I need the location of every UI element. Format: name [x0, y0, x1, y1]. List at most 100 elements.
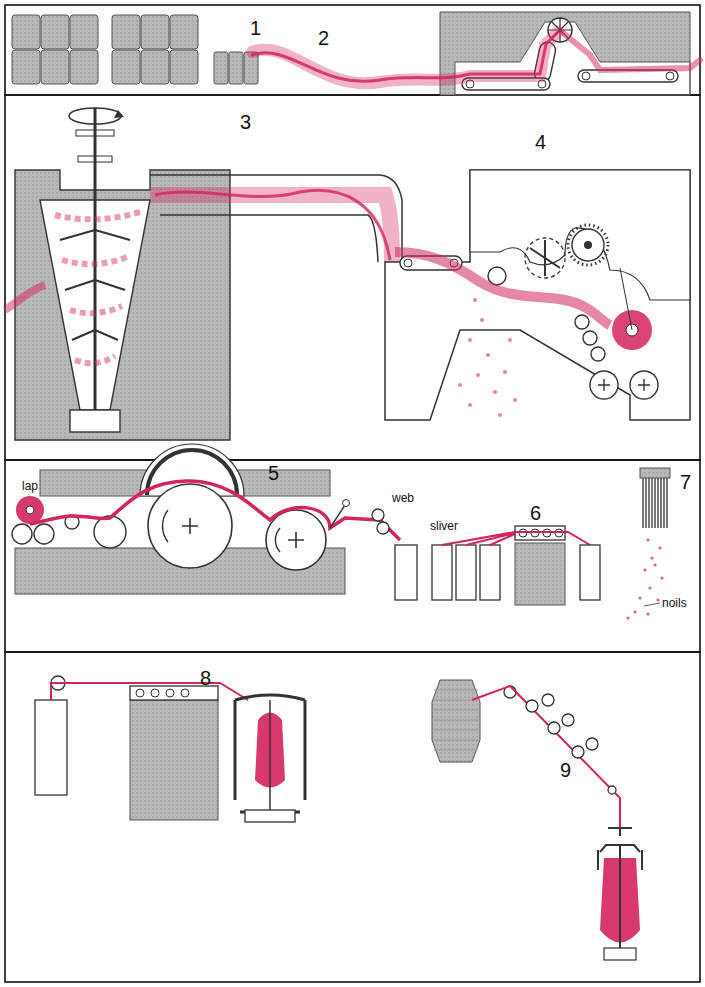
comb	[658, 546, 661, 549]
roving-frame	[51, 683, 248, 700]
cotton-bale	[141, 50, 169, 84]
roving-frame	[35, 700, 67, 795]
ring-spinning	[619, 845, 621, 960]
cotton-bale	[41, 15, 69, 49]
part-label: lap	[22, 480, 38, 492]
hopper-machine	[55, 212, 140, 363]
opener-machine	[508, 338, 512, 342]
opener-machine	[458, 298, 517, 417]
opener-machine	[385, 170, 690, 420]
comb	[650, 556, 653, 559]
carding-machine	[30, 481, 400, 540]
bale-opener	[440, 12, 690, 95]
comb	[626, 616, 629, 619]
ring-spinning	[548, 722, 560, 734]
cotton-bale	[112, 15, 140, 49]
roving-frame	[130, 686, 218, 700]
drawing-frame	[456, 545, 476, 600]
cotton-bale	[170, 15, 198, 49]
hopper-machine	[60, 230, 130, 340]
bale-opener	[666, 72, 674, 80]
drawing-frame	[432, 526, 600, 605]
comb	[643, 478, 667, 528]
opener-machine	[575, 315, 589, 329]
fibre-flow	[252, 32, 558, 81]
drawing-frame	[480, 545, 500, 600]
drawing-frame	[515, 543, 565, 605]
fibre-duct	[155, 190, 390, 260]
bale-opener	[440, 12, 690, 95]
opener-machine	[486, 353, 490, 357]
opener-machine	[503, 370, 507, 374]
ring-spinning	[562, 714, 574, 726]
opener-machine	[591, 347, 605, 361]
cotton-bale	[70, 15, 98, 49]
callout-number: 9	[560, 760, 571, 780]
comb	[660, 576, 663, 579]
carding-machine	[26, 506, 34, 514]
hopper-machine	[70, 410, 120, 432]
carding-machine	[12, 444, 417, 600]
callout-number: 7	[680, 472, 691, 492]
comb	[656, 598, 659, 601]
fibre-duct	[150, 175, 402, 262]
cotton-bale	[12, 50, 40, 84]
drawing-frame	[432, 545, 452, 600]
ring-spinning	[604, 948, 636, 960]
callout-number: 3	[240, 112, 251, 132]
callout-number: 5	[268, 463, 279, 483]
opener-machine	[468, 403, 472, 407]
cotton-bale	[214, 52, 228, 84]
opener-machine	[385, 170, 690, 420]
bale-opener	[582, 72, 590, 80]
hopper-machine	[5, 285, 45, 310]
fibre-flow	[252, 32, 558, 83]
part-label: sliver	[430, 520, 458, 532]
carding-machine	[377, 522, 389, 534]
callout-number: 6	[530, 503, 541, 523]
cotton-bale	[112, 50, 140, 84]
carding-machine	[395, 545, 417, 600]
opener-machine	[525, 238, 565, 278]
opener-machine	[513, 398, 517, 402]
roving-frame	[130, 700, 218, 820]
opener-machine	[470, 170, 690, 300]
panel-frame	[5, 652, 700, 982]
opener-machine	[584, 241, 592, 249]
carding-machine	[34, 524, 54, 544]
ring-spinning	[526, 700, 538, 712]
opener-machine	[572, 229, 604, 261]
cotton-bale	[12, 15, 258, 84]
hopper-machine	[15, 170, 230, 440]
roving-frame	[269, 700, 271, 810]
ring-spinning	[432, 680, 642, 960]
part-label: web	[392, 492, 414, 504]
cotton-bale	[70, 50, 98, 84]
carding-machine	[12, 524, 32, 544]
opener-machine	[498, 413, 502, 417]
carding-machine	[330, 505, 345, 528]
carding-machine	[372, 509, 384, 521]
opener-machine	[530, 240, 560, 276]
opener-machine	[468, 338, 472, 342]
cotton-bale	[170, 50, 198, 84]
part-label: noils	[662, 597, 687, 609]
cotton-bale	[229, 52, 243, 84]
carding-machine	[182, 518, 198, 534]
opener-machine	[583, 331, 597, 345]
ring-spinning	[572, 746, 584, 758]
cotton-bale	[41, 50, 69, 84]
ring-spinning	[608, 828, 632, 836]
opener-machine	[458, 383, 462, 387]
ring-spinning	[472, 686, 620, 828]
opener-machine	[620, 268, 632, 330]
carding-machine	[148, 484, 232, 568]
opener-machine	[598, 379, 650, 391]
comb	[653, 563, 656, 566]
hopper-machine	[5, 108, 230, 440]
ring-spinning	[432, 680, 480, 762]
opener-machine	[404, 259, 412, 267]
fibre-duct	[150, 195, 392, 262]
callout-number: 8	[200, 668, 211, 688]
